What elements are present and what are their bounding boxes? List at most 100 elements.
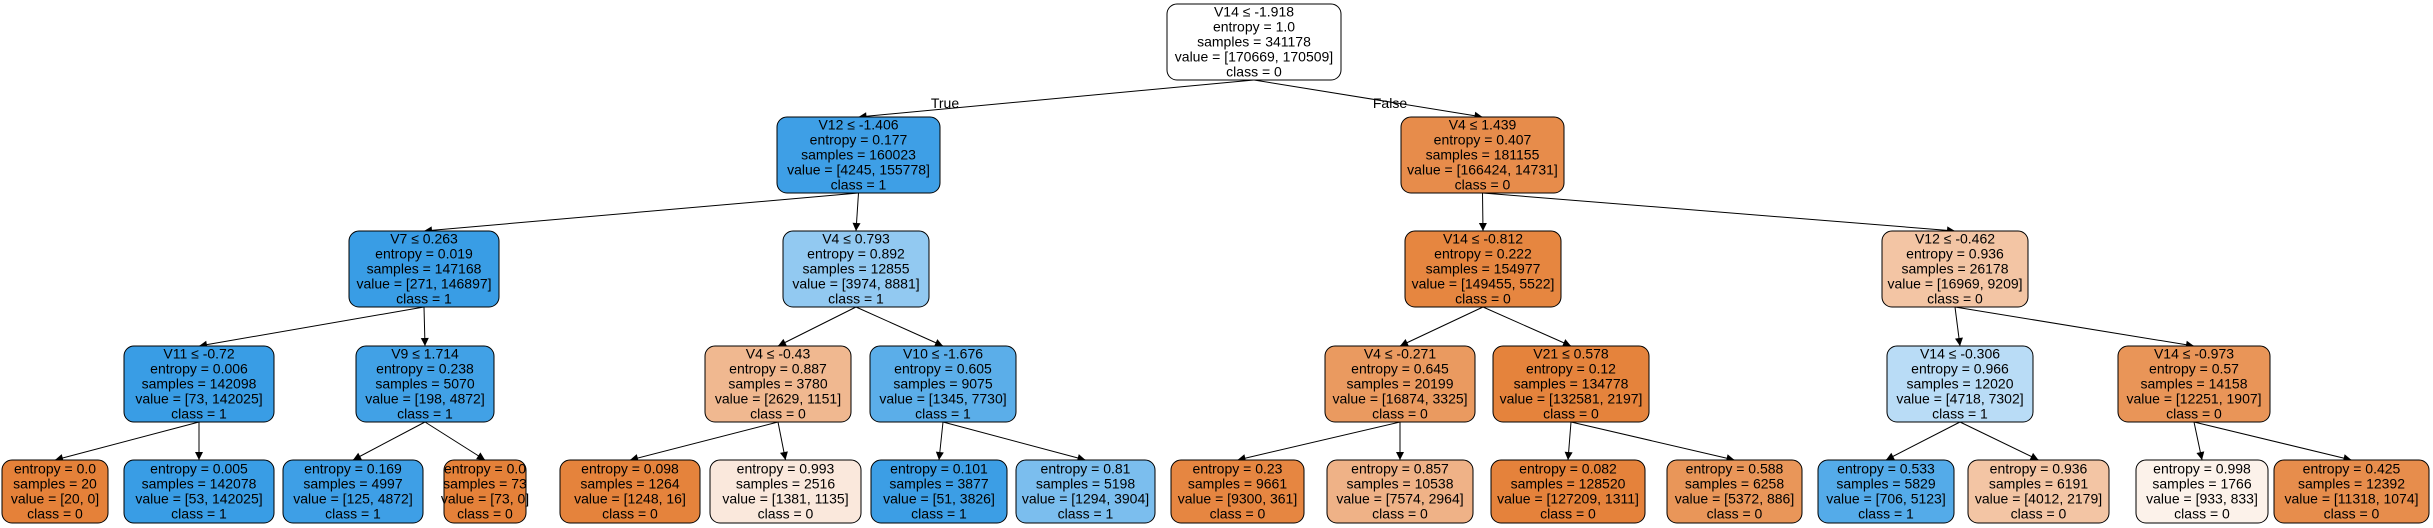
edge-arrowhead (1478, 222, 1487, 231)
tree-edge (858, 79, 1255, 118)
node-text-line: value = [11318, 1074] (2284, 491, 2418, 507)
node-text-line: samples = 5070 (375, 376, 474, 392)
tree-edge (777, 306, 857, 347)
tree-edge (942, 421, 1086, 461)
node-text-line: V21 ≤ 0.578 (1533, 346, 1609, 362)
node-text-line: samples = 26178 (1901, 261, 2008, 277)
node-text-line: class = 0 (2166, 406, 2222, 422)
node-text-line: value = [9300, 361] (1178, 491, 1298, 507)
node-text-line: entropy = 0.887 (729, 361, 827, 377)
tree-edge (1482, 306, 1572, 347)
edge-arrowhead (1396, 452, 1404, 460)
node-text-line: class = 0 (1707, 506, 1763, 522)
tree-edge (2193, 421, 2352, 461)
node-text-line: entropy = 0.098 (581, 461, 679, 477)
edge-arrowhead (935, 451, 944, 460)
node-text-line: class = 1 (831, 177, 887, 193)
node-text-line: entropy = 0.0 (14, 461, 96, 477)
node-box (282, 459, 424, 524)
node-text-line: samples = 9075 (893, 376, 992, 392)
node-text-line: value = [3974, 8881] (792, 276, 919, 292)
edge-arrowhead (476, 452, 485, 460)
node-text-line: samples = 4997 (303, 476, 402, 492)
node-text-line: entropy = 0.857 (1351, 461, 1449, 477)
node-box (870, 459, 1008, 524)
node-text-line: value = [271, 146897] (356, 276, 491, 292)
node-text-line: entropy = 0.407 (1434, 132, 1532, 148)
edge-arrowhead (934, 339, 943, 347)
tree-edge (1482, 192, 1956, 232)
edge-arrowhead (2196, 451, 2205, 460)
node-text-line: samples = 128520 (1511, 476, 1626, 492)
node-text-line: V4 ≤ -0.43 (746, 346, 811, 362)
node-text-line: entropy = 0.425 (2303, 461, 2401, 477)
node-text-line: V4 ≤ 1.439 (1449, 117, 1517, 133)
node-box (1881, 230, 2029, 308)
node-text-line: class = 0 (27, 506, 83, 522)
node-text-line: value = [20, 0] (11, 491, 99, 507)
node-box (1817, 459, 1955, 524)
tree-edge (424, 421, 486, 461)
edge-arrowhead (780, 451, 788, 460)
node-text-line: value = [1381, 1135] (722, 491, 848, 507)
node-text-line: value = [73, 0] (441, 491, 529, 507)
node-text-line: samples = 1264 (580, 476, 679, 492)
node-text-line: value = [1294, 3904] (1022, 491, 1149, 507)
edge-arrowhead (1564, 451, 1573, 460)
node-text-line: V12 ≤ -0.462 (1915, 231, 1995, 247)
node-text-line: class = 0 (1210, 506, 1266, 522)
node-text-line: entropy = 0.81 (1041, 461, 1131, 477)
node-text-line: entropy = 0.101 (890, 461, 988, 477)
tree-edge (629, 421, 779, 461)
node-text-line: samples = 341178 (1197, 34, 1311, 50)
node-text-line: entropy = 0.019 (375, 246, 473, 262)
node-text-line: value = [198, 4872] (365, 391, 485, 407)
node-text-line: value = [933, 833] (2146, 491, 2258, 507)
node-text-line: samples = 6258 (1685, 476, 1784, 492)
node-text-line: samples = 160023 (801, 147, 916, 163)
tree-edge (1570, 421, 1735, 461)
node-text-line: entropy = 0.645 (1351, 361, 1449, 377)
edge-arrowhead (1562, 339, 1571, 347)
node-text-line: samples = 2516 (736, 476, 835, 492)
node-box (123, 345, 275, 423)
node-box (2117, 345, 2271, 423)
node-text-line: entropy = 1.0 (1213, 19, 1295, 35)
node-text-line: class = 1 (828, 291, 884, 307)
node-text-line: samples = 20199 (1346, 376, 1453, 392)
node-text-line: entropy = 0.966 (1911, 361, 2009, 377)
node-box (1324, 345, 1476, 423)
node-text-line: class = 1 (1058, 506, 1114, 522)
edge-arrowhead (1955, 337, 1963, 346)
node-text-line: samples = 142098 (142, 376, 257, 392)
edge-arrowhead (195, 452, 203, 460)
node-text-line: entropy = 0.936 (1906, 246, 2004, 262)
node-box (2273, 459, 2430, 524)
node-text-line: entropy = 0.0 (444, 461, 526, 477)
node-text-line: value = [7574, 2964] (1336, 491, 1463, 507)
node-box (1, 459, 109, 524)
tree-edge (423, 192, 859, 232)
edge-arrowhead (1400, 338, 1409, 347)
node-box (443, 459, 527, 524)
tree-edges (54, 79, 2352, 463)
node-text-line: value = [51, 3826] (883, 491, 995, 507)
node-text-line: entropy = 0.936 (1990, 461, 2088, 477)
node-text-line: value = [53, 142025] (135, 491, 262, 507)
node-box (776, 116, 941, 194)
